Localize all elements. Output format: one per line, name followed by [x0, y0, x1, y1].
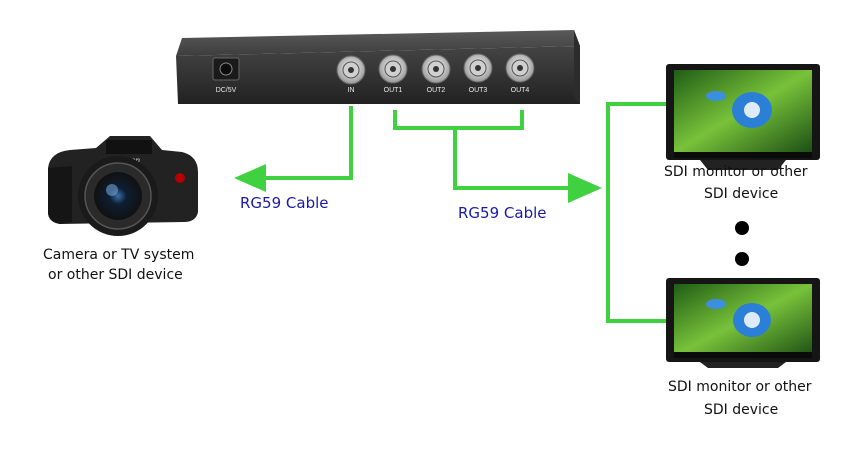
dc-power-label: DC/5V — [216, 87, 237, 94]
cable-monitor-bus — [606, 102, 670, 323]
port-label-in: IN — [348, 87, 355, 94]
monitor-top — [666, 64, 820, 170]
sdi-splitter: DC/5V IN OUT1 OUT2 OUT — [176, 30, 580, 104]
monitor-top-caption-line1: SDI monitor or other — [664, 164, 808, 180]
bnc-out2 — [421, 54, 451, 84]
monitor-top-caption-line2: SDI device — [704, 186, 779, 202]
ellipsis-dot-1 — [735, 221, 749, 235]
bnc-in — [336, 55, 366, 85]
ellipsis-dot-2 — [735, 252, 749, 266]
cable-label-left: RG59 Cable — [240, 194, 329, 212]
camera: Canon — [48, 136, 198, 236]
monitor-bottom-caption-line2: SDI device — [704, 402, 779, 418]
cable-label-right: RG59 Cable — [458, 204, 547, 222]
port-label-out3: OUT3 — [469, 87, 488, 94]
bnc-out4 — [505, 53, 535, 83]
port-label-out1: OUT1 — [384, 87, 403, 94]
port-label-out4: OUT4 — [511, 87, 530, 94]
monitor-bottom-caption-line1: SDI monitor or other — [668, 379, 812, 395]
arrow-right — [568, 173, 602, 203]
camera-caption-line1: Camera or TV system — [43, 247, 195, 263]
cable-lines — [260, 102, 670, 323]
dc-power-jack — [212, 57, 240, 81]
arrow-left — [234, 164, 266, 192]
monitor-bottom — [666, 278, 820, 368]
camera-caption-line2: or other SDI device — [48, 267, 183, 283]
cable-in-to-camera — [260, 106, 353, 180]
bnc-out3 — [463, 53, 493, 83]
bnc-out1 — [378, 54, 408, 84]
cable-out-bracket — [393, 110, 524, 130]
cable-out-to-monitors — [453, 126, 574, 190]
port-label-out2: OUT2 — [427, 87, 446, 94]
